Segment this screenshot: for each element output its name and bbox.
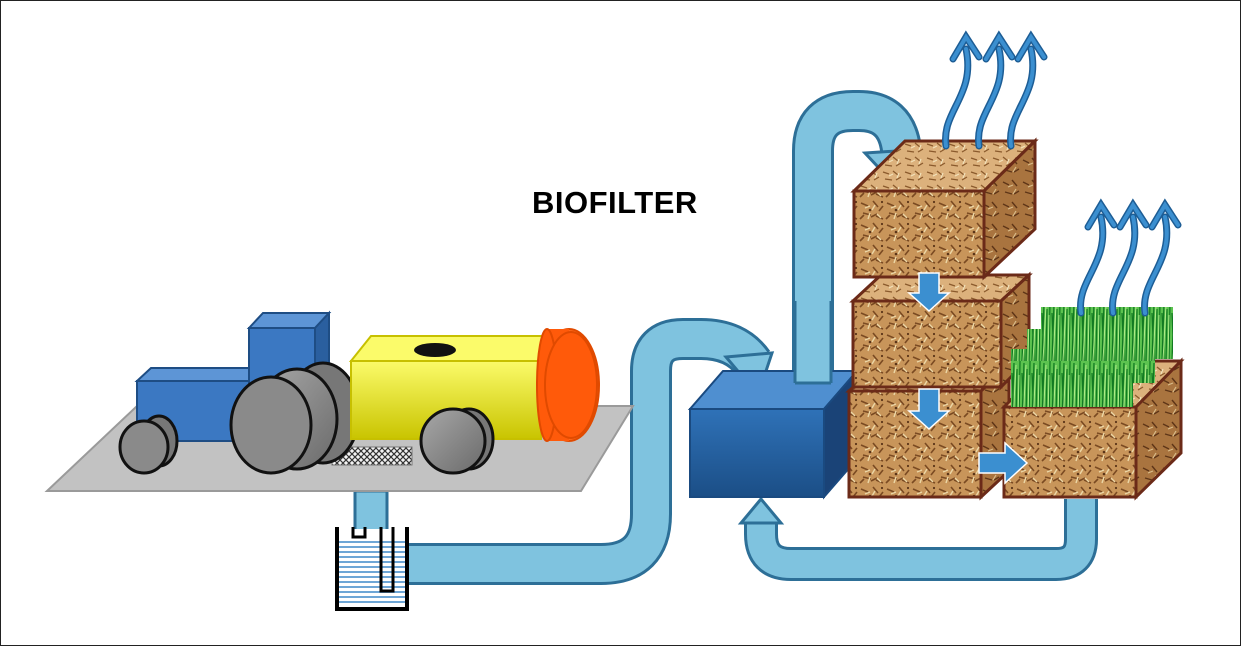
arrow-down-top-to-middle bbox=[907, 272, 951, 313]
air-arrow bbox=[1077, 198, 1118, 317]
air-arrow bbox=[942, 30, 983, 150]
woodchip-bed-top bbox=[850, 137, 1039, 281]
tanker-wheel bbox=[419, 407, 487, 475]
flow-arrows bbox=[907, 272, 1029, 485]
pipe-return-to-mixer bbox=[737, 496, 1098, 581]
diagram-title: BIOFILTER bbox=[532, 185, 698, 220]
grass-covered-bed bbox=[1000, 307, 1185, 501]
slurry-pit bbox=[335, 527, 409, 611]
pipe-mixer-outlet bbox=[793, 301, 833, 385]
arrow-down-middle-to-bottom bbox=[907, 388, 951, 431]
pipe-floor-to-pit bbox=[353, 489, 389, 533]
air-arrow bbox=[975, 30, 1016, 150]
clean-air-arrows-top bbox=[942, 30, 1048, 150]
arrow-right-to-grass-bed bbox=[978, 441, 1029, 485]
tank-hatch bbox=[414, 343, 456, 357]
air-arrow bbox=[1141, 198, 1182, 317]
tank-end-cap bbox=[544, 331, 598, 439]
clean-air-arrows-grass bbox=[1077, 198, 1182, 317]
tractor bbox=[118, 310, 361, 475]
grass-layer-front bbox=[1011, 349, 1133, 407]
arrowhead-return-up bbox=[737, 496, 785, 525]
mixing-tank bbox=[687, 368, 860, 500]
air-arrow bbox=[1109, 198, 1150, 317]
tractor-front-wheel bbox=[118, 419, 170, 475]
woodchip-bed-middle bbox=[849, 271, 1033, 391]
slurry-tanker bbox=[348, 328, 600, 475]
air-arrow bbox=[1007, 30, 1048, 150]
